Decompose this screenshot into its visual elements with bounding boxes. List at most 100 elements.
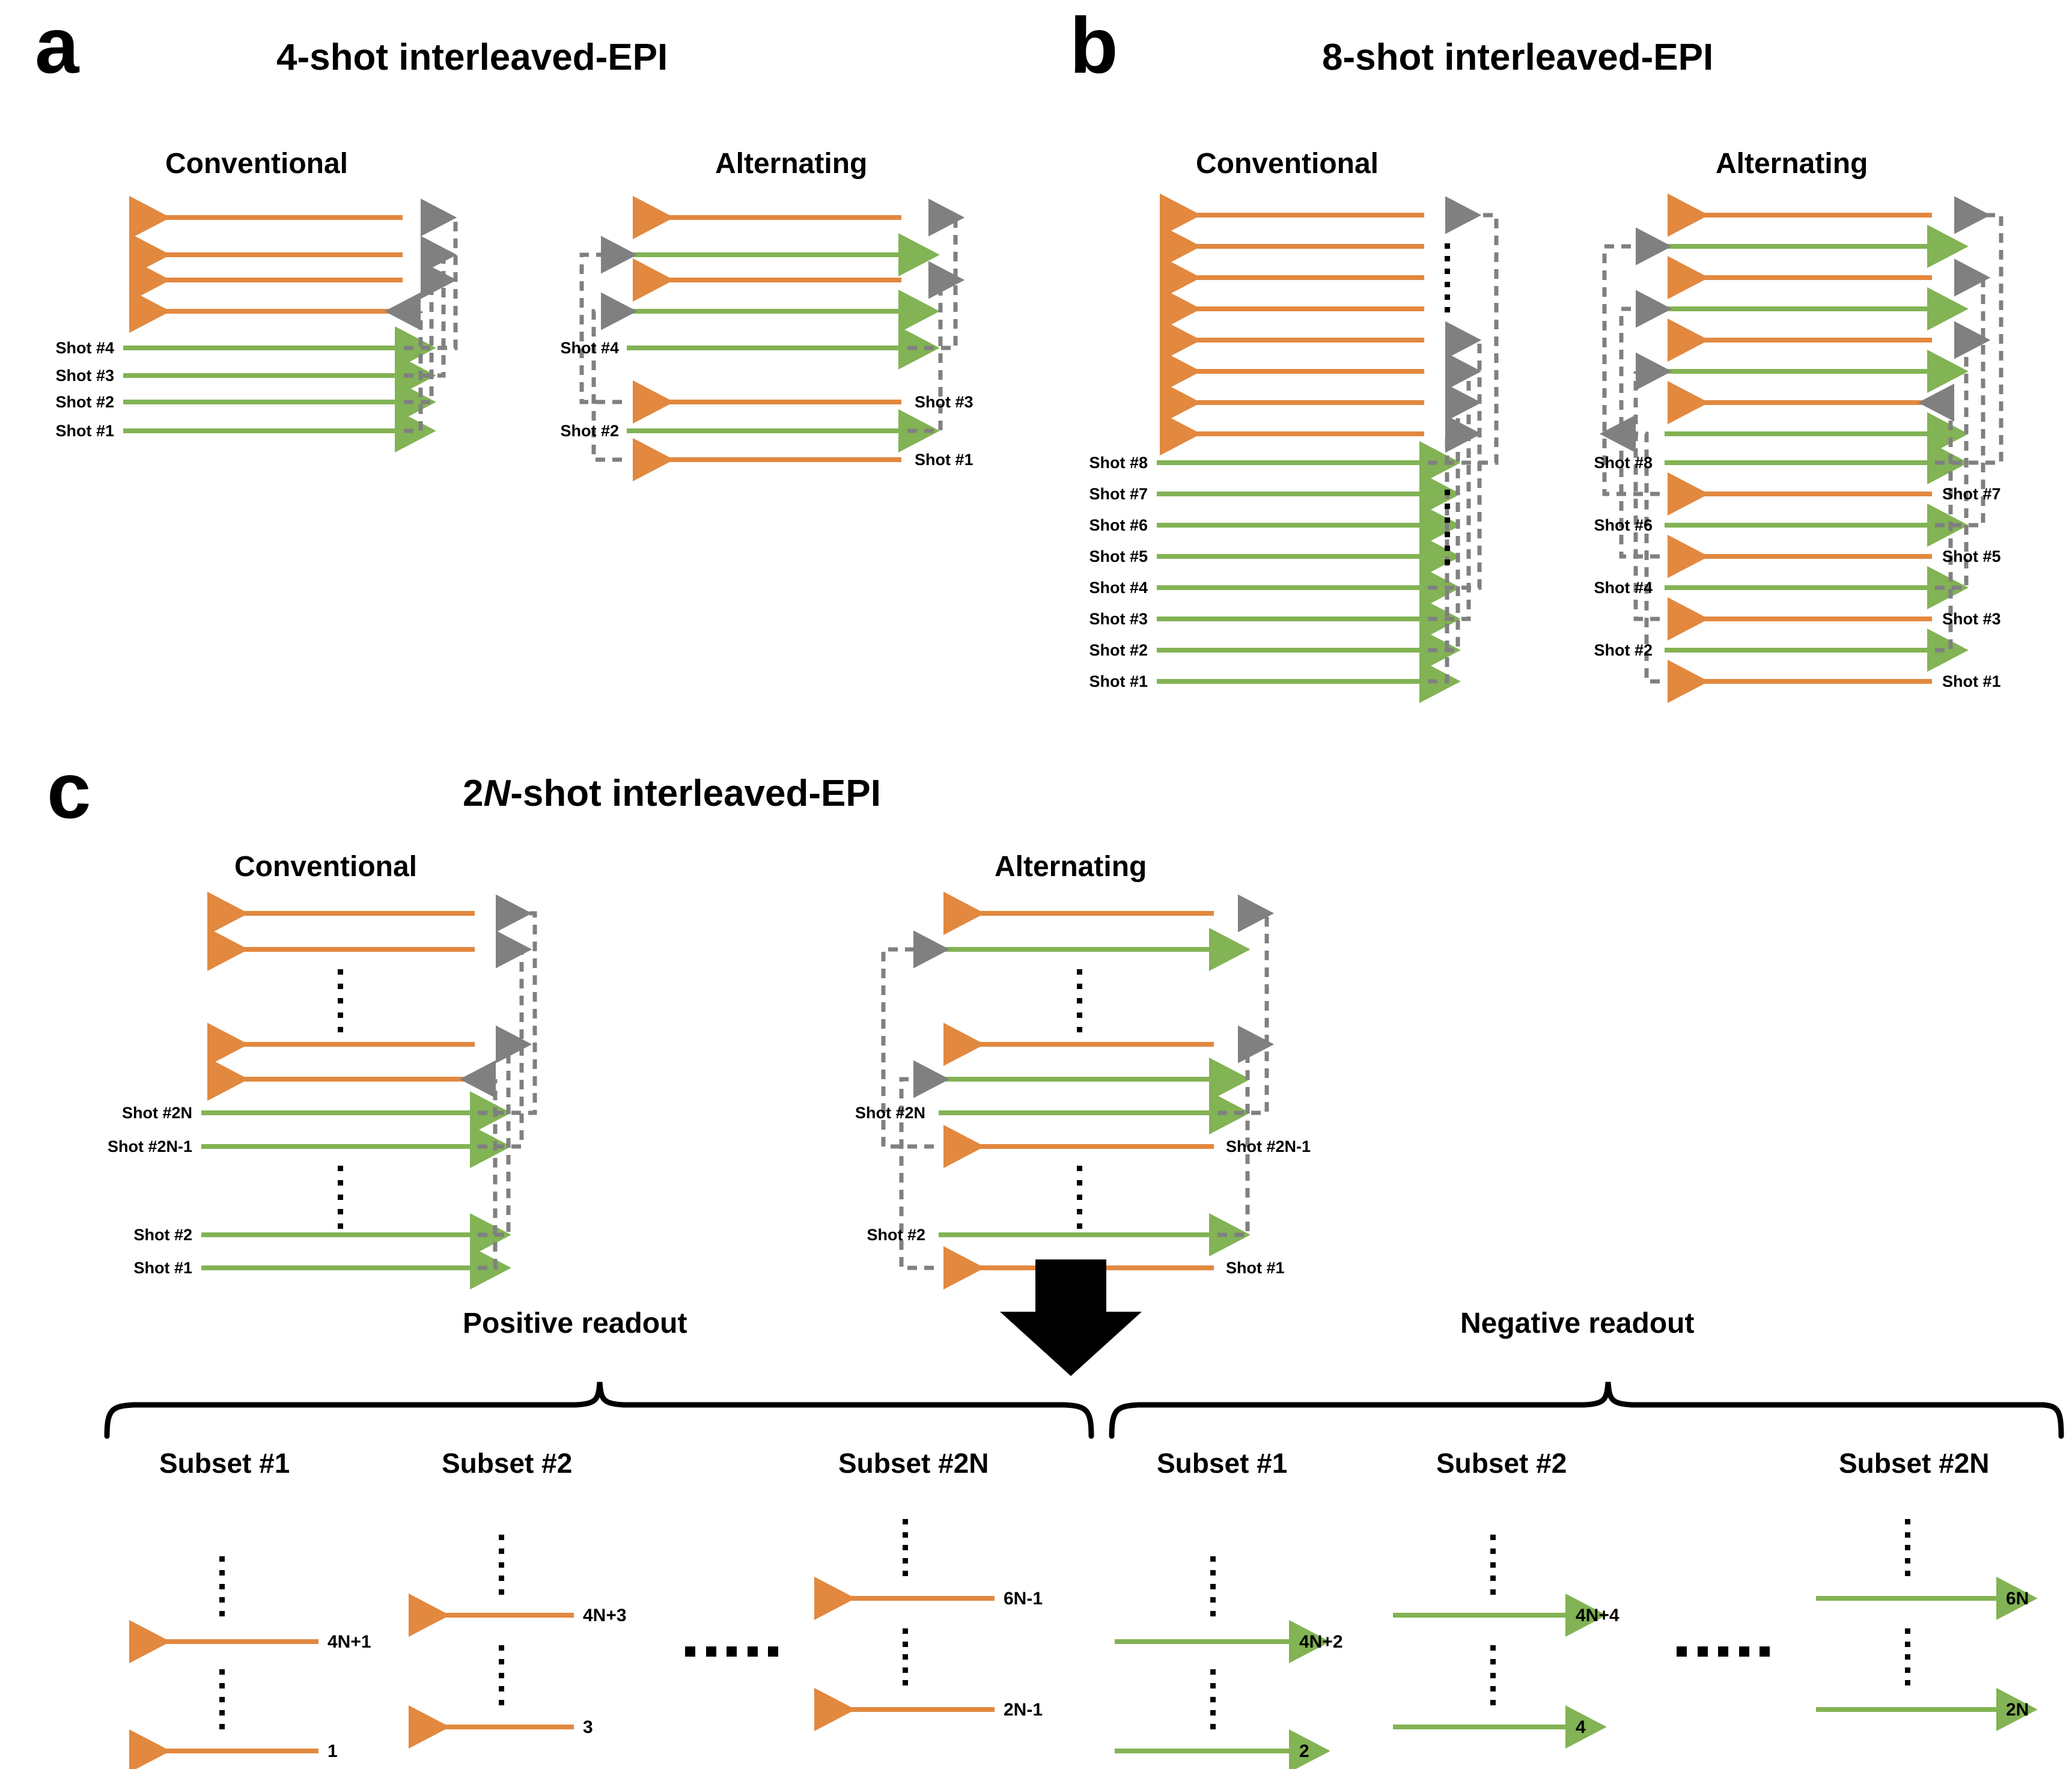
panel-b-alt-label-shot4: Shot #4 bbox=[1594, 579, 1653, 597]
connector-group bbox=[459, 894, 537, 1270]
panel-a-alt-label-shot4: Shot #4 bbox=[560, 339, 619, 357]
panel-c-conv-label-shot2n-1: Shot #2N-1 bbox=[107, 1137, 192, 1155]
vertical-ellipsis-neg-subset1-upper bbox=[1209, 1556, 1216, 1616]
panel-a-alternating-diagram bbox=[579, 196, 965, 481]
neg-subset-title-2n: Subset #2N bbox=[1839, 1448, 1990, 1479]
panel-c-alt-label-shot1: Shot #1 bbox=[1226, 1259, 1285, 1277]
vertical-ellipsis-panel-c-conventional-upper bbox=[337, 969, 344, 1032]
down-arrow-icon bbox=[1000, 1259, 1142, 1376]
neg-subset1-top-number: 4N+2 bbox=[1299, 1632, 1343, 1652]
panel-b-alt-label-shot8: Shot #8 bbox=[1594, 454, 1653, 472]
vertical-ellipsis-neg-subset2-lower bbox=[1489, 1645, 1496, 1705]
panel-b-alt-label-shot7: Shot #7 bbox=[1942, 485, 2001, 503]
connector-group bbox=[881, 894, 1275, 1270]
panel-c-conv-label-shot2n: Shot #2N bbox=[121, 1104, 192, 1122]
pos-subset1-bottom-number: 1 bbox=[328, 1741, 338, 1761]
vertical-ellipsis-pos-subset2n-upper bbox=[901, 1519, 909, 1576]
connector-group bbox=[401, 198, 458, 433]
neg-subset-title-1: Subset #1 bbox=[1157, 1448, 1288, 1479]
pos-subset-title-2: Subset #2 bbox=[442, 1448, 573, 1479]
neg-subset2-top-number: 4N+4 bbox=[1576, 1606, 1620, 1625]
vertical-ellipsis-panel-c-alternating-lower bbox=[1076, 1166, 1083, 1229]
panel-b-alternating-title: Alternating bbox=[1716, 148, 1868, 180]
panel-b-conv-label-shot6: Shot #6 bbox=[1089, 516, 1148, 534]
panel-b-conv-label-shot8: Shot #8 bbox=[1089, 454, 1148, 472]
panel-b-alt-label-shot6: Shot #6 bbox=[1594, 516, 1653, 534]
negative-readout-title: Negative readout bbox=[1460, 1308, 1695, 1339]
panel-a-alternating-title: Alternating bbox=[715, 148, 868, 180]
panel-a-alt-label-shot3: Shot #3 bbox=[915, 393, 974, 411]
negative-subset-arrows bbox=[1115, 1577, 2038, 1769]
vertical-ellipsis-panel-b-conventional-lower bbox=[1443, 490, 1451, 565]
panel-b-alt-label-shot5: Shot #5 bbox=[1942, 547, 2001, 565]
connector-group bbox=[1599, 196, 2003, 684]
brace-positive-readout bbox=[104, 1381, 1094, 1439]
vertical-ellipsis-neg-subset1-lower bbox=[1209, 1669, 1216, 1729]
vertical-ellipsis-neg-subset2n-lower bbox=[1904, 1628, 1911, 1685]
panel-a-title: 4-shot interleaved-EPI bbox=[276, 37, 668, 78]
panel-a-conv-label-shot4: Shot #4 bbox=[55, 339, 114, 357]
pos-subset2n-bottom-number: 2N-1 bbox=[1004, 1700, 1043, 1720]
vertical-ellipsis-panel-b-conventional bbox=[1443, 243, 1451, 312]
connector-group bbox=[579, 198, 965, 462]
panel-c-title: 2N-shot interleaved-EPI bbox=[463, 772, 881, 815]
vertical-ellipsis-pos-subset2-upper bbox=[498, 1535, 505, 1595]
neg-subset1-bottom-number: 2 bbox=[1299, 1741, 1309, 1761]
vertical-ellipsis-pos-subset2-lower bbox=[498, 1645, 505, 1705]
vertical-ellipsis-pos-subset2n-lower bbox=[901, 1628, 909, 1685]
vertical-ellipsis-panel-c-conventional-lower bbox=[337, 1166, 344, 1229]
pos-subset2-bottom-number: 3 bbox=[583, 1717, 593, 1737]
panel-c-conv-label-shot2: Shot #2 bbox=[133, 1226, 192, 1244]
panel-a-alt-label-shot2: Shot #2 bbox=[560, 422, 619, 440]
panel-a-conventional-diagram bbox=[123, 196, 458, 452]
panel-c-conventional-diagram bbox=[201, 892, 537, 1289]
panel-b-conv-label-shot5: Shot #5 bbox=[1089, 547, 1148, 565]
pos-subset2-top-number: 4N+3 bbox=[583, 1606, 627, 1625]
panel-a-alt-label-shot1: Shot #1 bbox=[915, 451, 974, 469]
vertical-ellipsis-pos-subset1-lower bbox=[218, 1669, 225, 1729]
panel-letter-a: a bbox=[35, 1, 79, 90]
panel-b-alt-label-shot1: Shot #1 bbox=[1942, 672, 2001, 690]
panel-b-alt-label-shot3: Shot #3 bbox=[1942, 610, 2001, 628]
neg-subset2-bottom-number: 4 bbox=[1576, 1717, 1586, 1737]
neg-subset2n-bottom-number: 2N bbox=[2006, 1700, 2029, 1720]
neg-subset2n-top-number: 6N bbox=[2006, 1589, 2029, 1609]
panel-b-title: 8-shot interleaved-EPI bbox=[1322, 37, 1714, 78]
panel-letter-b: b bbox=[1070, 1, 1118, 90]
panel-c-title-italic-n: N bbox=[483, 773, 511, 814]
positive-subset-arrows bbox=[129, 1577, 995, 1769]
panel-b-alternating-diagram bbox=[1599, 193, 2003, 703]
panel-a-conventional-title: Conventional bbox=[165, 148, 349, 180]
panel-b-conv-label-shot4: Shot #4 bbox=[1089, 579, 1148, 597]
horizontal-ellipsis-positive bbox=[685, 1646, 778, 1657]
panel-c-alt-label-shot2n: Shot #2N bbox=[855, 1104, 925, 1122]
positive-readout-title: Positive readout bbox=[463, 1308, 687, 1339]
panel-b-conventional-diagram bbox=[1157, 193, 1499, 703]
panel-c-alt-label-shot2n-1: Shot #2N-1 bbox=[1226, 1137, 1311, 1155]
panel-b-conv-label-shot7: Shot #7 bbox=[1089, 485, 1148, 503]
panel-c-alt-label-shot2: Shot #2 bbox=[867, 1226, 925, 1244]
panel-a-conv-label-shot3: Shot #3 bbox=[55, 367, 114, 385]
panel-b-conv-label-shot3: Shot #3 bbox=[1089, 610, 1148, 628]
panel-b-alt-label-shot2: Shot #2 bbox=[1594, 641, 1653, 659]
connector-group bbox=[1428, 196, 1499, 684]
panel-c-alternating-diagram bbox=[881, 892, 1275, 1289]
pos-subset-title-2n: Subset #2N bbox=[838, 1448, 989, 1479]
vertical-ellipsis-neg-subset2n-upper bbox=[1904, 1519, 1911, 1576]
horizontal-ellipsis-negative bbox=[1677, 1646, 1770, 1657]
panel-a-conv-label-shot2: Shot #2 bbox=[55, 393, 114, 411]
vertical-ellipsis-neg-subset2-upper bbox=[1489, 1535, 1496, 1595]
panel-letter-c: c bbox=[47, 746, 91, 835]
pos-subset1-top-number: 4N+1 bbox=[328, 1632, 371, 1652]
panel-b-conventional-title: Conventional bbox=[1196, 148, 1379, 180]
panel-c-conv-label-shot1: Shot #1 bbox=[133, 1259, 192, 1277]
panel-c-conventional-title: Conventional bbox=[234, 851, 418, 883]
panel-b-conv-label-shot1: Shot #1 bbox=[1089, 672, 1148, 690]
brace-negative-readout bbox=[1109, 1381, 2064, 1439]
panel-b-conv-label-shot2: Shot #2 bbox=[1089, 641, 1148, 659]
pos-subset-title-1: Subset #1 bbox=[159, 1448, 290, 1479]
panel-c-alternating-title: Alternating bbox=[995, 851, 1147, 883]
neg-subset-title-2: Subset #2 bbox=[1436, 1448, 1567, 1479]
pos-subset2n-top-number: 6N-1 bbox=[1004, 1589, 1043, 1609]
